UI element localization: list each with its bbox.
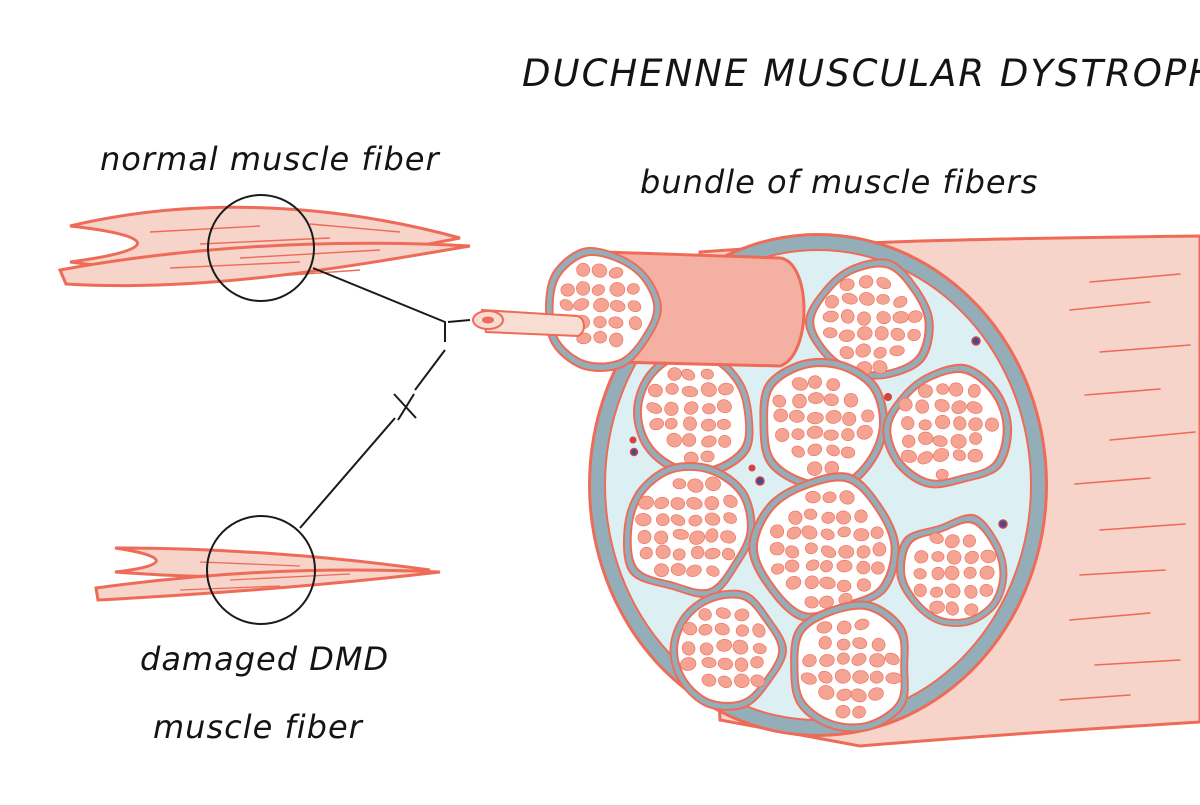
bundle-label: bundle of muscle fibers bbox=[640, 163, 1039, 201]
single-fiber-strand bbox=[472, 308, 585, 338]
normal-muscle-fiber bbox=[57, 194, 471, 302]
damaged-fiber-magnifier-circle bbox=[206, 515, 316, 625]
broken-connection-x-mark bbox=[393, 393, 417, 421]
fascicle-9 bbox=[790, 600, 909, 733]
blood-vessels bbox=[629, 336, 1008, 529]
fascicle-1 bbox=[804, 258, 934, 380]
normal-fiber-label: normal muscle fiber bbox=[100, 140, 440, 178]
diagram-title: DUCHENNE MUSCULAR DYSTROPHY bbox=[522, 52, 1200, 95]
fascicle-5 bbox=[622, 462, 756, 599]
damaged-fiber-label-line2: muscle fiber bbox=[153, 708, 363, 746]
fascicle-2 bbox=[633, 349, 754, 477]
fascicle-7 bbox=[896, 513, 1008, 627]
extracted-fascicle bbox=[602, 250, 806, 368]
damaged-fiber-label-line1: damaged DMD bbox=[140, 640, 390, 678]
damaged-dmd-muscle-fiber bbox=[94, 515, 441, 625]
connector-lines bbox=[299, 267, 471, 529]
fascicle-4 bbox=[882, 363, 1013, 489]
fascicle-8 bbox=[669, 589, 788, 711]
fascicle-3 bbox=[759, 357, 889, 493]
fascicles-group bbox=[622, 258, 1013, 733]
fascicle-6 bbox=[748, 472, 900, 622]
normal-fiber-magnifier-circle bbox=[207, 194, 315, 302]
